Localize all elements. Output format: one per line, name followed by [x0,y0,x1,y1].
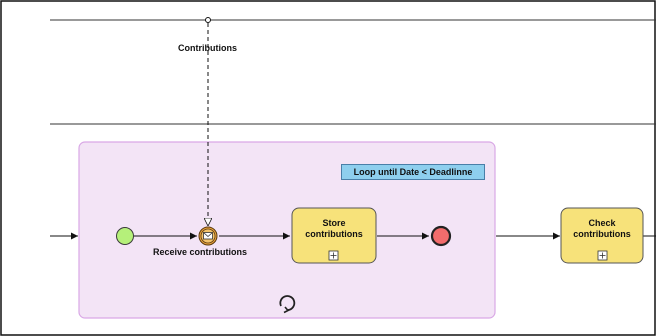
receive-task-label: Receive contributions [153,247,248,257]
store-task-label-line2: contributions [305,229,363,239]
message-catch-event[interactable] [198,226,218,246]
check-contributions-task[interactable] [560,207,644,264]
loop-marker-icon [279,295,296,314]
check-task-label-line1: Check [588,218,616,228]
loop-subprocess[interactable] [78,141,496,319]
start-event[interactable] [116,227,134,245]
loop-condition-annotation[interactable]: Loop until Date < Deadlinne [341,164,485,180]
message-flow-label: Contributions [178,43,237,53]
expand-marker-icon[interactable] [597,250,608,261]
envelope-icon [203,232,213,240]
store-task-label: Store contributions [292,218,376,240]
end-event[interactable] [430,225,452,247]
expand-marker-icon[interactable] [328,250,339,261]
check-task-label: Check contributions [561,218,643,240]
store-contributions-task[interactable] [291,207,377,264]
message-flow-source [205,17,211,23]
store-task-label-line1: Store [322,218,346,228]
check-task-label-line2: contributions [573,229,631,239]
